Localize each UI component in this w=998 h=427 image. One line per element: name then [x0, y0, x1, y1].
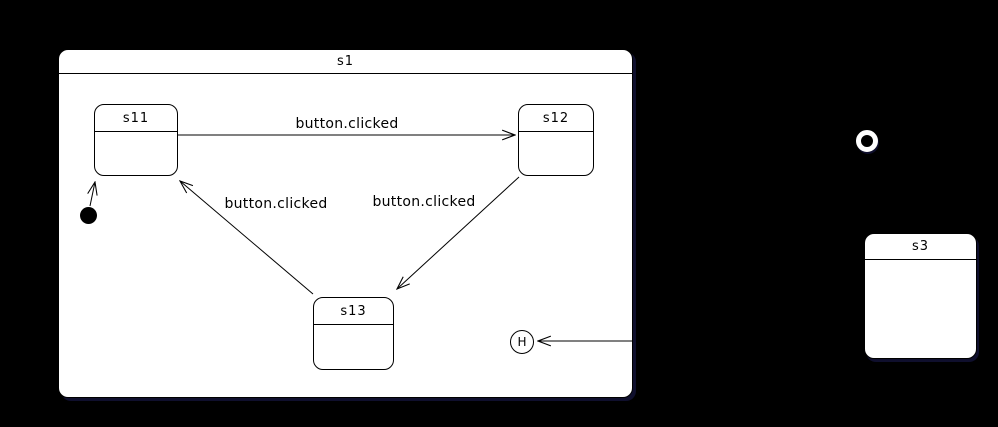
state-ring[interactable] [856, 130, 878, 152]
state-s13-label: s13 [340, 303, 367, 319]
state-s12[interactable]: s12 [518, 104, 594, 176]
state-s3-label: s3 [911, 239, 930, 254]
transition-label-s13-s11: button.clicked [224, 196, 328, 212]
state-s11[interactable]: s11 [94, 104, 178, 176]
state-s1-title-bar: s1 [59, 50, 632, 74]
state-s3[interactable]: s3 [864, 233, 977, 359]
state-s12-title-bar: s12 [519, 105, 593, 132]
state-s1[interactable]: s1 s11 s12 s13 H [58, 49, 633, 398]
state-s11-title-bar: s11 [95, 105, 177, 132]
transition-label-s12-s13: button.clicked [372, 194, 476, 210]
state-s13[interactable]: s13 [313, 297, 394, 370]
state-s1-label: s1 [336, 54, 355, 69]
state-s13-title-bar: s13 [314, 298, 393, 325]
state-s3-title-bar: s3 [865, 234, 976, 260]
state-s12-label: s12 [542, 110, 570, 126]
initial-state-dot[interactable] [80, 207, 97, 224]
history-pseudostate-label: H [517, 335, 527, 349]
transition-label-s11-s12: button.clicked [295, 116, 399, 132]
history-pseudostate[interactable]: H [510, 330, 534, 354]
state-s11-label: s11 [122, 110, 150, 126]
